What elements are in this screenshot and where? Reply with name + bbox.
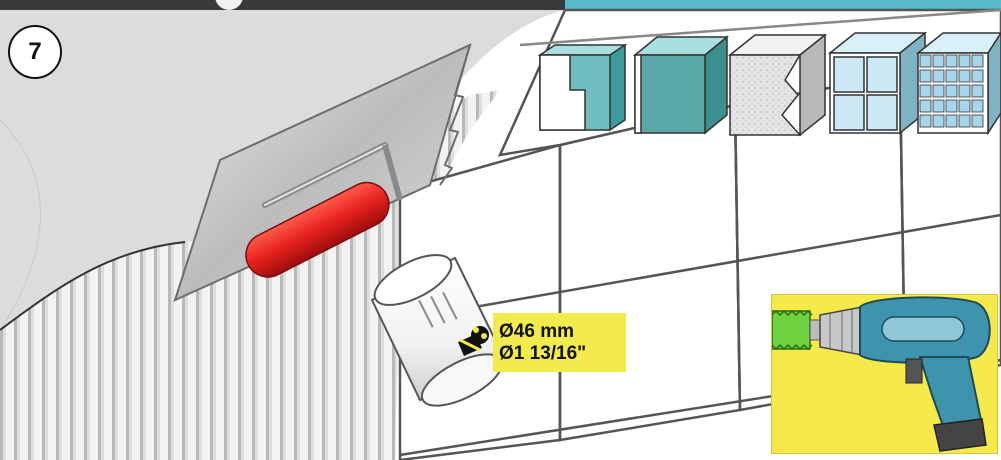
trowel-icon <box>173 43 472 302</box>
hole-saw-icon <box>771 310 811 350</box>
hole-size-metric: Ø46 mm <box>499 320 574 342</box>
step-number-badge: 7 <box>8 25 62 79</box>
hole-size-label: Ø46 mm Ø1 13/16" <box>493 313 626 372</box>
hole-size-imperial: Ø1 13/16" <box>499 342 587 364</box>
header-bar-dark <box>0 0 565 10</box>
drill-icon <box>771 296 991 452</box>
spacer-tube-icon <box>370 254 507 407</box>
header-bar-cyan <box>565 0 1001 10</box>
tile-material-icon <box>537 31 1001 137</box>
header-arc <box>215 0 243 10</box>
adhesive-ribs <box>0 90 500 460</box>
step-number: 7 <box>28 38 42 65</box>
drill-panel <box>771 294 998 454</box>
